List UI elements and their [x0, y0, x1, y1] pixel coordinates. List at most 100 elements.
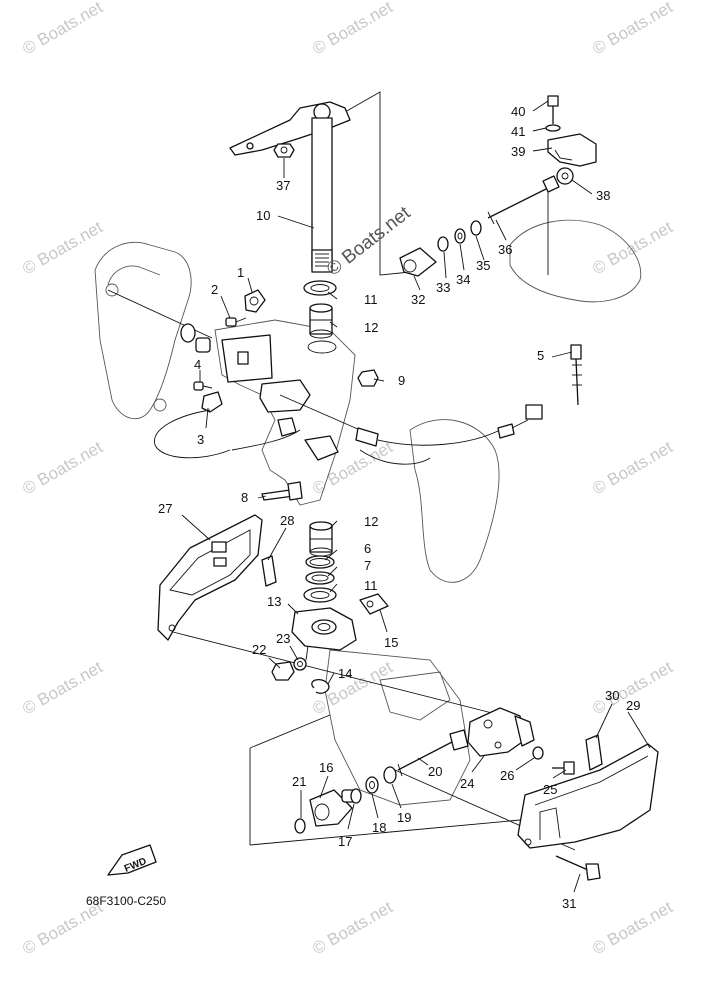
callout-11-upper[interactable]: 11: [364, 292, 378, 307]
callout-8[interactable]: 8: [241, 490, 248, 505]
callout-20[interactable]: 20: [428, 764, 442, 779]
part-2-screw[interactable]: [225, 317, 247, 327]
part-26-washer[interactable]: [532, 746, 544, 760]
watermark-tile: © Boats.net: [309, 897, 396, 958]
part-29-cover-right[interactable]: [517, 743, 659, 849]
callout-9[interactable]: 9: [398, 373, 405, 388]
callout-1[interactable]: 1: [237, 265, 244, 280]
callout-4[interactable]: 4: [194, 357, 201, 372]
part-22-nut[interactable]: [271, 661, 295, 681]
part-10-steering-shaft[interactable]: [229, 101, 351, 273]
part-20-bolt[interactable]: [397, 729, 469, 777]
callout-15[interactable]: 15: [384, 635, 398, 650]
part-6-o-ring[interactable]: [305, 555, 335, 569]
watermark-tile: © Boats.net: [19, 217, 106, 278]
part-14-circlip[interactable]: [311, 678, 330, 694]
part-13-bracket[interactable]: [291, 607, 357, 661]
callout-39[interactable]: 39: [511, 144, 525, 159]
callout-29[interactable]: 29: [626, 698, 640, 713]
part-15-pin[interactable]: [359, 593, 389, 615]
callout-17[interactable]: 17: [338, 834, 352, 849]
callout-38[interactable]: 38: [596, 188, 610, 203]
part-21-washer[interactable]: [294, 818, 306, 834]
watermark-tile: © Boats.net: [589, 437, 676, 498]
part-3-clamp[interactable]: [154, 391, 231, 459]
watermark-tile: © Boats.net: [589, 0, 676, 58]
part-35-washer[interactable]: [470, 220, 482, 236]
part-11-washer-upper[interactable]: [303, 280, 337, 296]
callout-19[interactable]: 19: [397, 810, 411, 825]
part-5-cable-tie[interactable]: [570, 344, 582, 406]
watermark-main: © Boats.net: [323, 202, 415, 280]
part-1-clamp[interactable]: [244, 289, 266, 313]
fwd-arrow-icon: FWD: [107, 844, 157, 876]
part-37-nut[interactable]: [273, 143, 295, 158]
callout-33[interactable]: 33: [436, 280, 450, 295]
part-12-bushing-upper[interactable]: [309, 303, 333, 339]
part-28-plate[interactable]: [261, 555, 277, 587]
part-32-mount[interactable]: [399, 247, 437, 277]
callout-28[interactable]: 28: [280, 513, 294, 528]
swivel-bracket-outline: [94, 219, 642, 806]
part-23-washer[interactable]: [293, 657, 307, 671]
callout-16[interactable]: 16: [319, 760, 333, 775]
callout-25[interactable]: 25: [543, 782, 557, 797]
part-38-collar[interactable]: [556, 167, 574, 185]
part-24-bracket[interactable]: [467, 707, 535, 757]
callout-30[interactable]: 30: [605, 688, 619, 703]
callout-10[interactable]: 10: [256, 208, 270, 223]
callout-12-upper[interactable]: 12: [364, 320, 378, 335]
part-30-plate[interactable]: [585, 734, 603, 771]
wire-lead: [231, 394, 543, 465]
callout-14[interactable]: 14: [338, 666, 352, 681]
part-41-washer[interactable]: [545, 124, 561, 132]
callout-7[interactable]: 7: [364, 558, 371, 573]
part-12-bushing-lower[interactable]: [309, 521, 333, 557]
part-7-washer[interactable]: [305, 571, 335, 585]
callout-31[interactable]: 31: [562, 896, 576, 911]
part-33-washer[interactable]: [437, 236, 449, 252]
part-34-washer[interactable]: [454, 228, 466, 244]
callout-26[interactable]: 26: [500, 768, 514, 783]
part-40-bolt[interactable]: [547, 95, 559, 124]
callout-32[interactable]: 32: [411, 292, 425, 307]
callout-5[interactable]: 5: [537, 348, 544, 363]
callout-11-lower[interactable]: 11: [364, 578, 378, 593]
callout-12-lower[interactable]: 12: [364, 514, 378, 529]
bracket-body: [221, 334, 339, 461]
watermark-tile: © Boats.net: [309, 0, 396, 58]
callout-18[interactable]: 18: [372, 820, 386, 835]
callout-27[interactable]: 27: [158, 501, 172, 516]
part-27-cover-left[interactable]: [157, 514, 263, 641]
part-17-washer[interactable]: [350, 788, 362, 804]
part-9-nut[interactable]: [357, 369, 379, 387]
part-19-collar[interactable]: [383, 766, 397, 784]
watermark-tile: © Boats.net: [19, 0, 106, 58]
callout-3[interactable]: 3: [197, 432, 204, 447]
part-36-bolt[interactable]: [487, 175, 560, 225]
callout-36[interactable]: 36: [498, 242, 512, 257]
watermark-tile: © Boats.net: [19, 657, 106, 718]
watermark-tile: © Boats.net: [589, 217, 676, 278]
callout-35[interactable]: 35: [476, 258, 490, 273]
callout-41[interactable]: 41: [511, 124, 525, 139]
part-11-washer-lower[interactable]: [303, 587, 337, 603]
callout-23[interactable]: 23: [276, 631, 290, 646]
part-39-clamp[interactable]: [547, 133, 597, 167]
callout-2[interactable]: 2: [211, 282, 218, 297]
callout-22[interactable]: 22: [252, 642, 266, 657]
part-4-screw[interactable]: [193, 381, 213, 391]
part-31-bolt[interactable]: [555, 855, 601, 881]
callout-34[interactable]: 34: [456, 272, 470, 287]
callout-13[interactable]: 13: [267, 594, 281, 609]
part-18-washer[interactable]: [365, 776, 379, 794]
part-16-mount[interactable]: [309, 789, 357, 827]
callout-6[interactable]: 6: [364, 541, 371, 556]
part-25-bolt[interactable]: [552, 761, 575, 775]
callout-37[interactable]: 37: [276, 178, 290, 193]
callout-21[interactable]: 21: [292, 774, 306, 789]
callout-40[interactable]: 40: [511, 104, 525, 119]
part-8-bolt[interactable]: [261, 481, 303, 501]
callout-24[interactable]: 24: [460, 776, 474, 791]
